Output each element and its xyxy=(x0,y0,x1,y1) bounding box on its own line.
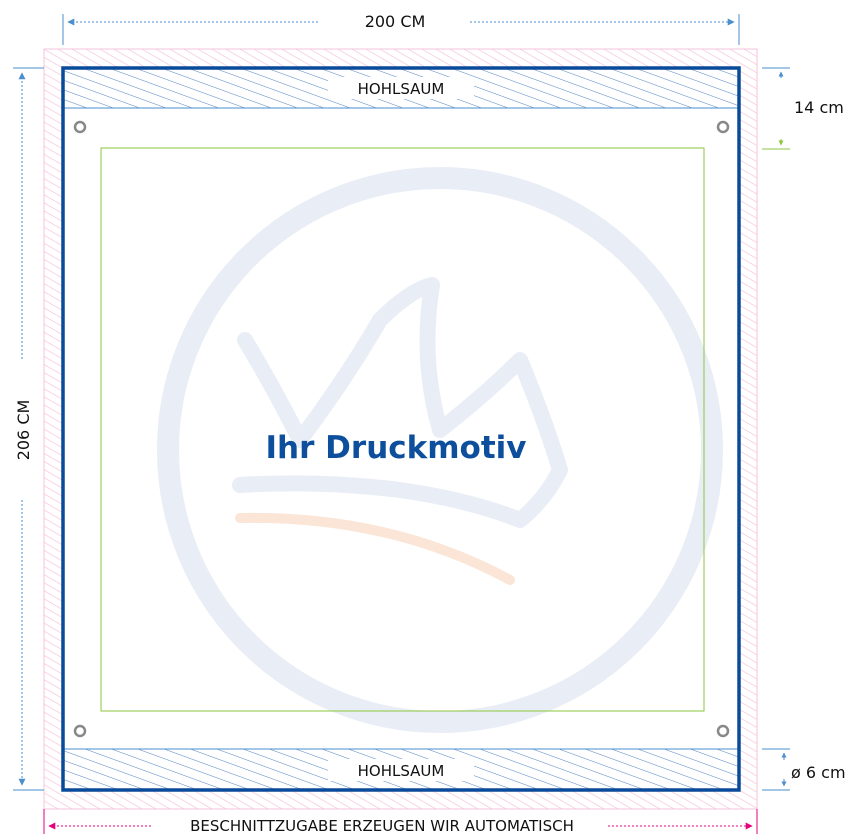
hem-height-indicator xyxy=(762,67,790,150)
eyelet-diameter-label: ø 6 cm xyxy=(791,763,846,782)
eyelet-bottom-left xyxy=(73,724,87,738)
banner-frame xyxy=(61,66,741,792)
bleed-dimension xyxy=(43,809,758,834)
top-hem-label: HOHLSAUM xyxy=(358,80,445,98)
eyelet-diameter-indicator xyxy=(762,748,790,791)
watermark-crown-logo xyxy=(157,167,723,733)
eyelet-top-left xyxy=(73,120,87,134)
top-hem xyxy=(63,68,739,109)
safe-area-frame xyxy=(100,147,705,712)
height-label: 206 CM xyxy=(14,400,33,461)
bleed-note: BESCHNITTZUGABE ERZEUGEN WIR AUTOMATISCH xyxy=(190,817,574,835)
width-dimension xyxy=(62,14,740,45)
eyelet-top-right xyxy=(716,120,730,134)
bottom-hem xyxy=(63,748,739,790)
height-dimension xyxy=(13,67,44,791)
artwork-placeholder-text: Ihr Druckmotiv xyxy=(265,430,526,466)
width-label: 200 CM xyxy=(365,12,426,31)
hem-height-label: 14 cm xyxy=(794,98,844,117)
bottom-hem-label: HOHLSAUM xyxy=(358,762,445,780)
eyelet-bottom-right xyxy=(716,724,730,738)
